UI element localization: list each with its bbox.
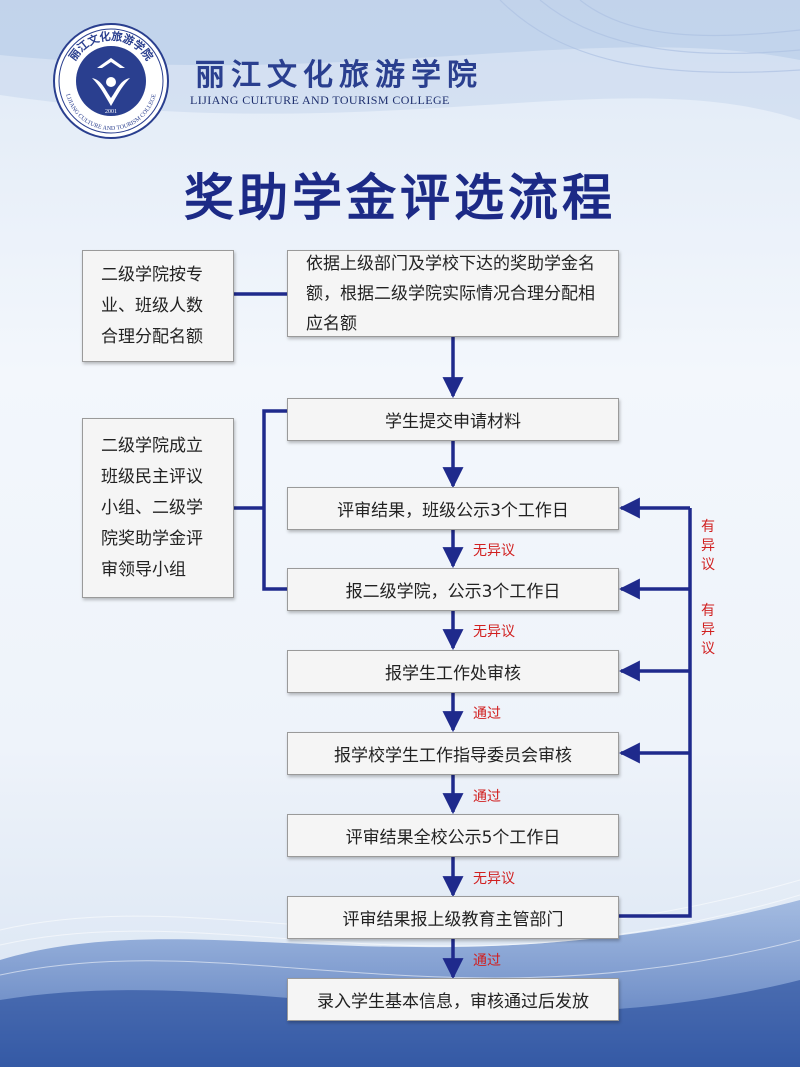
school-name-en: LIJIANG CULTURE AND TOURISM COLLEGE (190, 93, 450, 107)
step-text: 评审结果全校公示5个工作日 (345, 828, 561, 848)
step-text: 评审结果，班级公示3个工作日 (337, 501, 569, 521)
side-box-committee: 二级学院成立班级民主评议小组、二级学院奖助学金评审领导小组 (82, 418, 234, 598)
step-submit-application: 学生提交申请材料 (287, 398, 619, 441)
objection-label: 有异议 (701, 519, 715, 573)
step-text: 依据上级部门及学校下达的奖助学金名额，根据二级学院实际情况合理分配相应名额 (306, 253, 595, 334)
side-box-allocation: 二级学院按专业、班级人数合理分配名额 (82, 250, 234, 362)
college-logo: 丽江文化旅游学院 LIJIANG CULTURE AND TOURISM COL… (53, 23, 169, 139)
step-report-authority: 评审结果报上级教育主管部门 (287, 896, 619, 939)
transition-label: 通过 (473, 789, 501, 805)
school-name-cn: 丽江文化旅游学院 (195, 58, 483, 93)
transition-label: 无异议 (473, 543, 515, 559)
step-student-affairs-review: 报学生工作处审核 (287, 650, 619, 693)
side-box-allocation-text: 二级学院按专业、班级人数合理分配名额 (101, 264, 203, 347)
step-college-publicity: 报二级学院，公示3个工作日 (287, 568, 619, 611)
step-text: 学生提交申请材料 (385, 412, 521, 432)
transition-label: 无异议 (473, 624, 515, 640)
step-text: 报学校学生工作指导委员会审核 (334, 746, 572, 766)
side-box-committee-text: 二级学院成立班级民主评议小组、二级学院奖助学金评审领导小组 (101, 435, 203, 580)
transition-label: 通过 (473, 953, 501, 969)
step-record-and-issue: 录入学生基本信息，审核通过后发放 (287, 978, 619, 1021)
step-quota-allocation: 依据上级部门及学校下达的奖助学金名额，根据二级学院实际情况合理分配相应名额 (287, 250, 619, 337)
step-school-publicity: 评审结果全校公示5个工作日 (287, 814, 619, 857)
step-class-publicity: 评审结果，班级公示3个工作日 (287, 487, 619, 530)
step-committee-review: 报学校学生工作指导委员会审核 (287, 732, 619, 775)
step-text: 评审结果报上级教育主管部门 (342, 910, 564, 930)
objection-label: 有异议 (701, 603, 715, 657)
page-title: 奖助学金评选流程 (184, 169, 616, 227)
step-text: 报学生工作处审核 (385, 664, 521, 684)
step-text: 报二级学院，公示3个工作日 (345, 582, 561, 602)
logo-year: 2001 (105, 109, 117, 115)
step-text: 录入学生基本信息，审核通过后发放 (317, 992, 589, 1012)
transition-label: 无异议 (473, 871, 515, 887)
transition-label: 通过 (473, 706, 501, 722)
